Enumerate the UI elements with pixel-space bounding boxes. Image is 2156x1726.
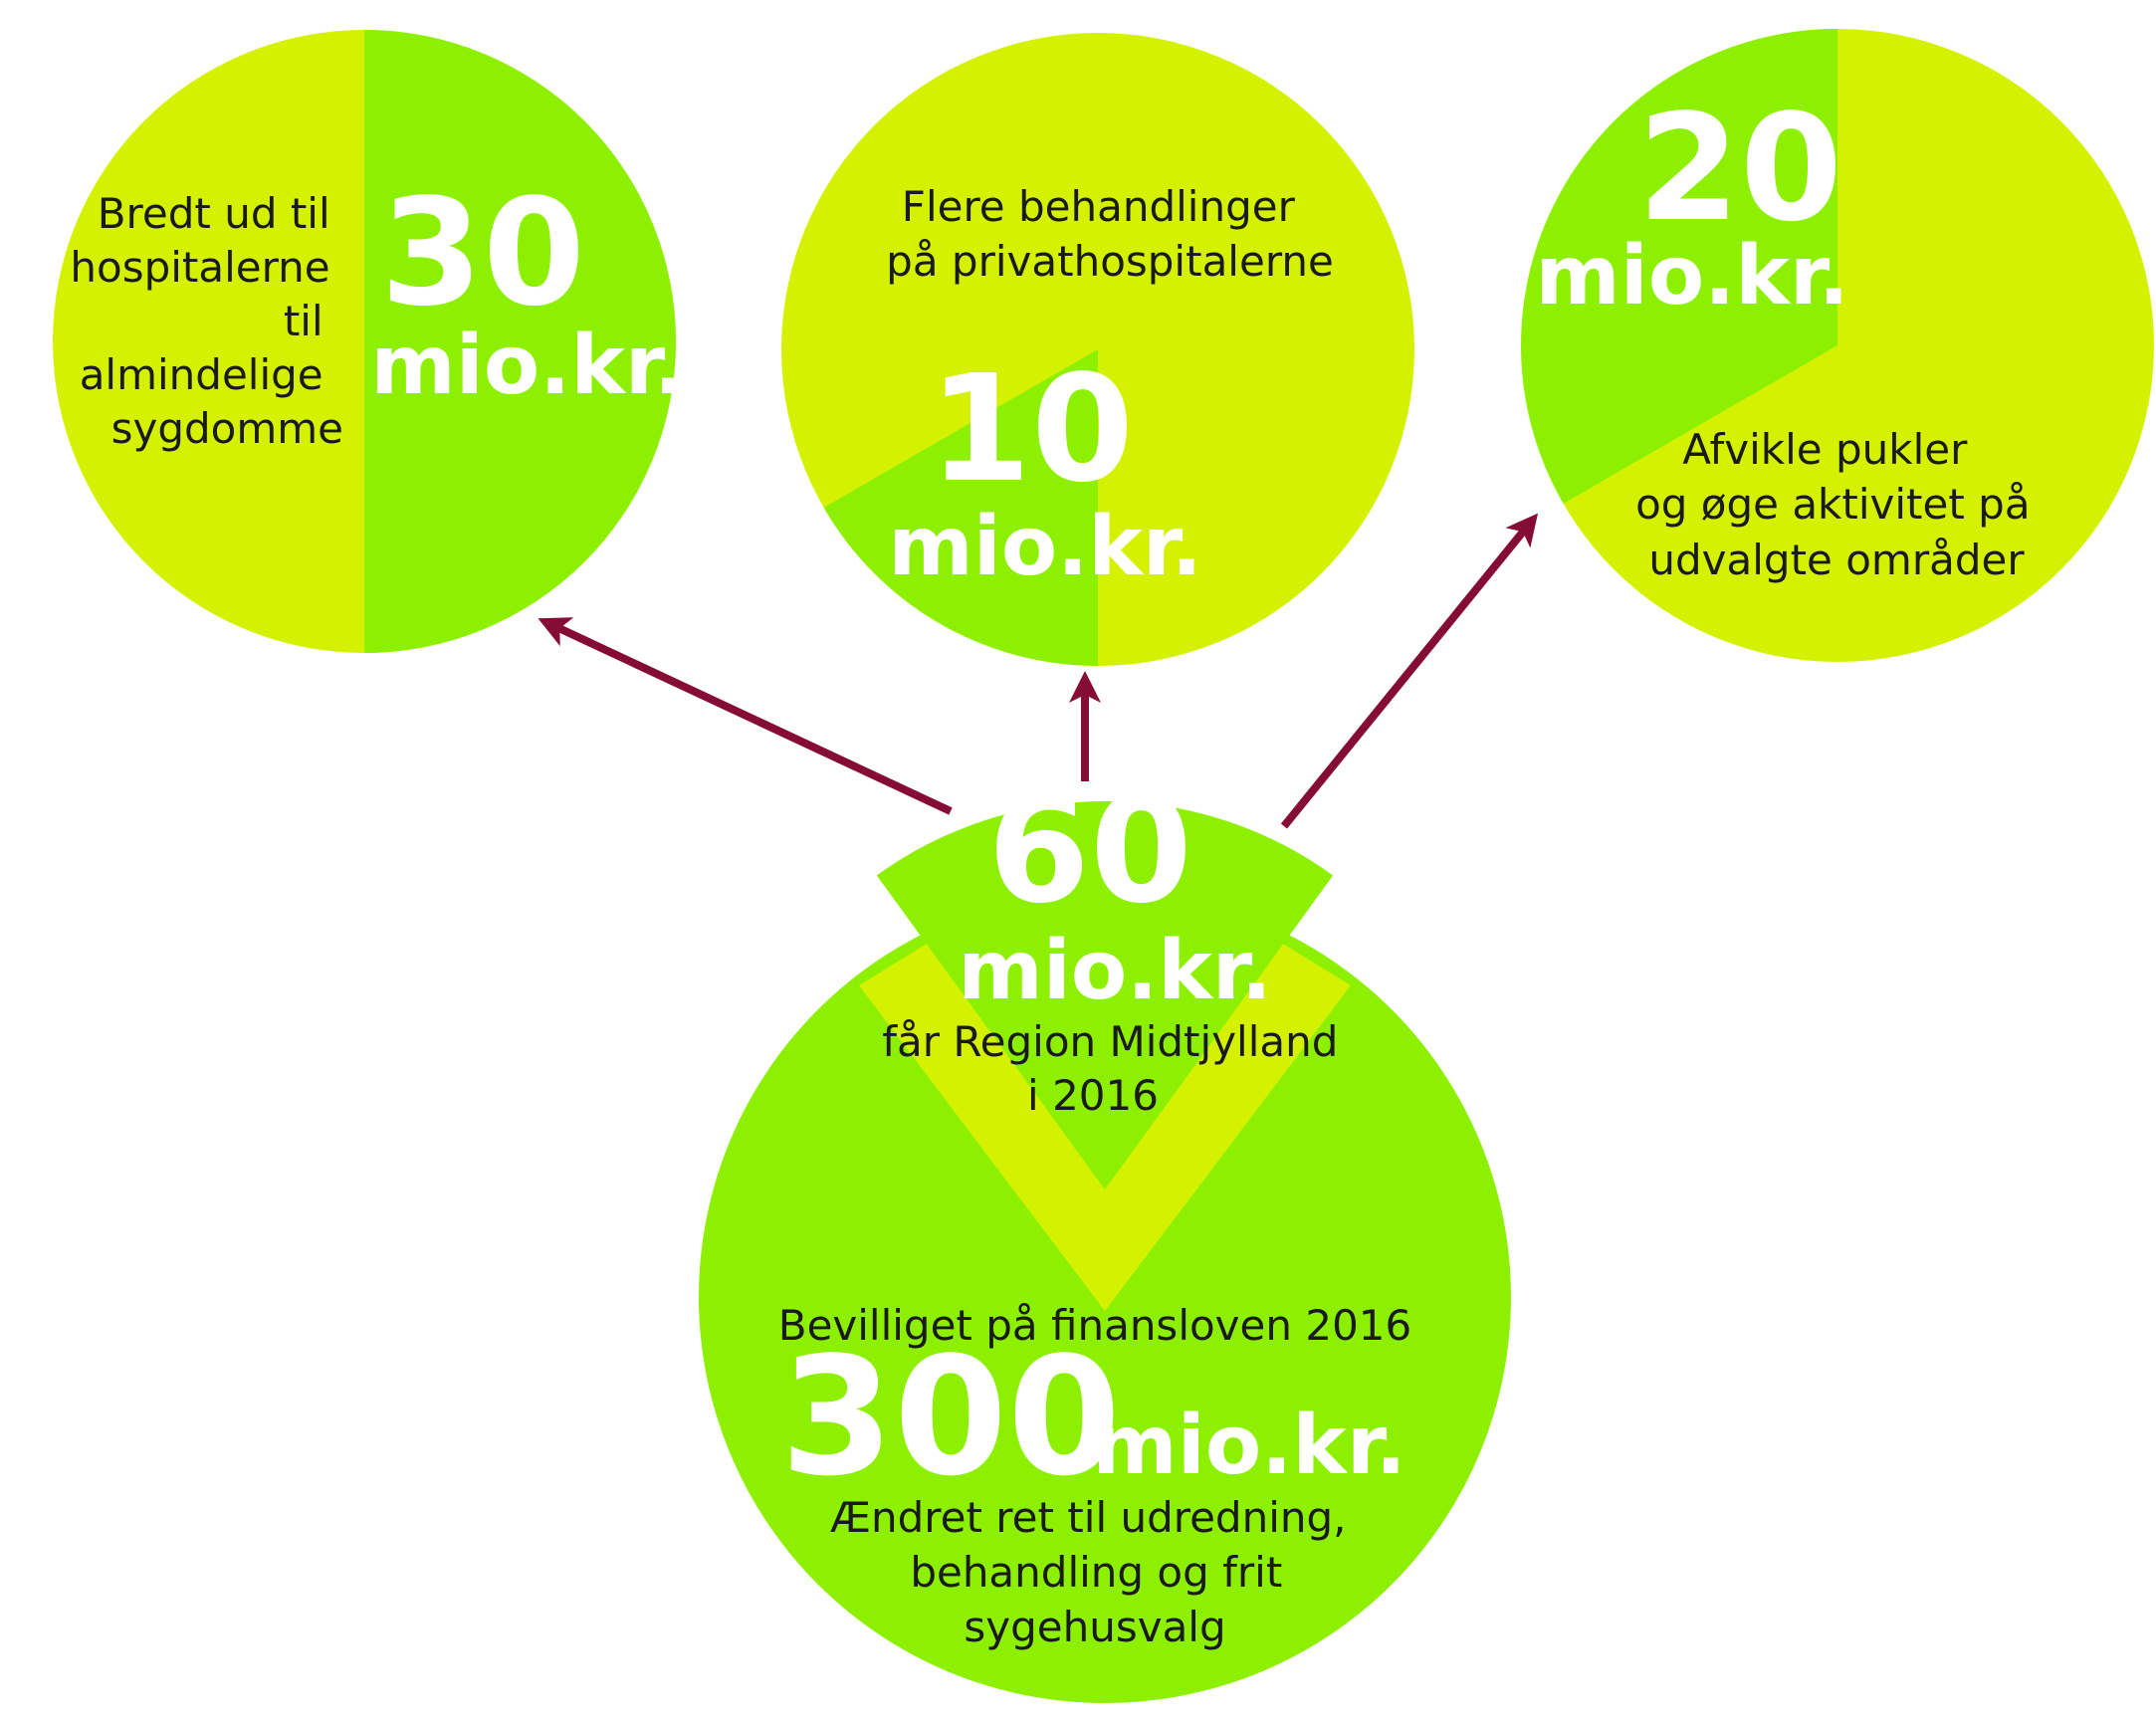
arrows <box>538 513 1539 829</box>
unit-region: mio.kr. <box>958 924 1271 1018</box>
unit-total: mio.kr. <box>1092 1399 1405 1493</box>
region-wedge <box>876 801 1334 1189</box>
total-circle: 60 mio.kr. får Region Midtjylland i 2016… <box>699 764 1511 1703</box>
unit-right: mio.kr. <box>1535 229 1848 324</box>
allocation-circle-right: 20 mio.kr. Afvikle pukler og øge aktivit… <box>1521 29 2154 662</box>
unit-left: mio.kr. <box>370 319 684 413</box>
number-total: 300 <box>780 1322 1121 1512</box>
allocation-circle-left: Bredt ud til hospitalerne til almindelig… <box>53 30 685 653</box>
unit-middle: mio.kr. <box>888 500 1201 594</box>
circle-middle-slice <box>823 349 1098 666</box>
description-right: Afvikle pukler og øge aktivitet på udval… <box>1635 425 2044 584</box>
allocation-circle-middle: Flere behandlinger på privathospitalerne… <box>781 33 1414 666</box>
description-middle: Flere behandlinger på privathospitalerne <box>886 182 1334 286</box>
total-label: Bevilliget på finansloven 2016 <box>778 1301 1411 1350</box>
description-left: Bredt ud til hospitalerne til almindelig… <box>70 189 343 453</box>
description-region: får Region Midtjylland i 2016 <box>882 1017 1352 1120</box>
description-total: Ændret ret til udredning, behandling og … <box>830 1493 1360 1651</box>
arrow-to-left <box>538 617 953 815</box>
circle-right-slice <box>1521 29 1837 504</box>
arrow-to-right <box>1280 513 1539 829</box>
number-middle: 10 <box>929 343 1134 515</box>
number-region: 60 <box>987 764 1192 936</box>
circle-left-slice <box>364 30 676 653</box>
number-left: 30 <box>380 167 585 338</box>
number-right: 20 <box>1637 83 1842 254</box>
